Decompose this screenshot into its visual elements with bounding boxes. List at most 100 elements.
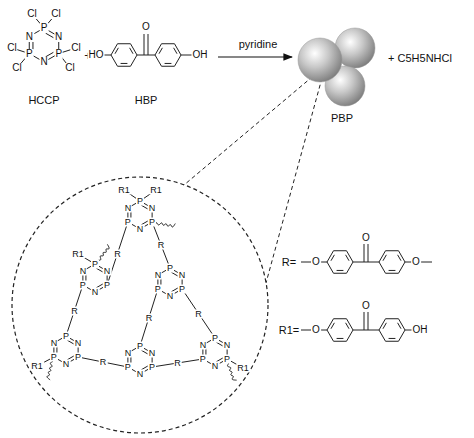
bond-line [334,341,347,342]
bond-line [383,255,386,261]
bond-line [141,205,147,209]
atom-label: P [25,49,34,59]
atom-label: N [166,292,175,301]
bond-line [78,357,128,367]
bond-line [399,251,406,262]
atom-label: P [50,353,58,362]
atom-label: P [103,281,111,290]
atom-label: HO [88,50,105,60]
atom-label: O [361,301,371,311]
bond-line [327,319,334,330]
bond-line [379,262,386,273]
bond-line [386,341,399,342]
compound-name: HBP [134,95,159,106]
linker-label: R [70,306,79,315]
bond-line [301,262,311,263]
bond-line [368,312,369,330]
bond-line [96,268,102,272]
bond-line [386,250,399,251]
bond-line [162,66,175,67]
atom-label: P [211,334,219,343]
bond-line [364,244,365,262]
linker-label: R [173,359,182,368]
atom-label: N [148,204,157,213]
bond-line [347,262,354,273]
atom-label: P [223,355,231,364]
bond-line [420,262,432,263]
bond-line [130,48,133,54]
atom-label: P [91,260,99,269]
bond-line [346,323,349,329]
bond-line [398,323,401,329]
atom-label: Cl [70,43,81,53]
atom-label: N [79,267,88,276]
atom-label: P [79,281,87,290]
atom-label: Cl [26,9,37,19]
bond-line [118,66,131,67]
reagent-label: pyridine [238,39,279,50]
linker-label: R [157,241,166,250]
bond-line [334,273,347,274]
atom-label: Cl [11,63,22,73]
atom-label: P [124,363,132,372]
continuation-wave [157,223,175,227]
atom-label: P [199,355,207,364]
atom-label: N [223,341,232,350]
atom-label: OH [412,325,429,335]
atom-label: O [311,257,321,267]
atom-label: P [40,23,49,33]
bond-line [347,330,354,341]
bond-line [152,359,203,367]
atom-label: N [62,360,71,369]
bond-line [46,33,54,37]
bond-line [383,323,386,329]
bond-line [364,312,365,330]
atom-label: P [148,363,156,372]
bond-line [175,44,182,55]
continuation-wave [227,364,236,380]
bond-line [327,262,334,273]
bond-line [137,55,146,56]
bond-line [334,250,347,251]
bond-line [331,255,334,261]
zoom-line [266,78,322,283]
atom-label: P [166,264,174,273]
atom-label: P [178,285,186,294]
bond-line [174,48,177,54]
atom-label: N [154,271,163,280]
linker-label: R [113,249,122,258]
bond-line [347,251,354,262]
bond-line [386,318,399,319]
bond-line [115,48,118,54]
bond-line [118,43,131,44]
bond-line [131,55,138,66]
bond-line [155,44,162,55]
continuation-wave [98,244,109,260]
atom-label: N [211,362,220,371]
bond-line [399,262,406,273]
atom-label: P [154,285,162,294]
atom-label: Cl [50,9,61,19]
end-group-label: R1 [236,364,250,373]
bond-line [398,255,401,261]
structure-bonds [12,14,432,380]
bond-line [327,251,334,262]
atom-label: O [141,22,151,32]
end-group-label: R1 [30,362,44,371]
bond-line [379,251,386,262]
bond-line [141,350,147,354]
bond-line [216,342,222,346]
bond-line [111,44,118,55]
bond-line [148,34,149,55]
bond-line [337,338,344,339]
bond-line [121,63,128,64]
bond-line [379,319,386,330]
bond-line [389,270,396,271]
byproduct-label: + C5H5NHCl [387,53,453,64]
bond-line [331,323,334,329]
bond-line [389,338,396,339]
atom-label: OH [192,50,209,60]
atom-label: P [62,332,70,341]
linker-label: R [99,358,108,367]
